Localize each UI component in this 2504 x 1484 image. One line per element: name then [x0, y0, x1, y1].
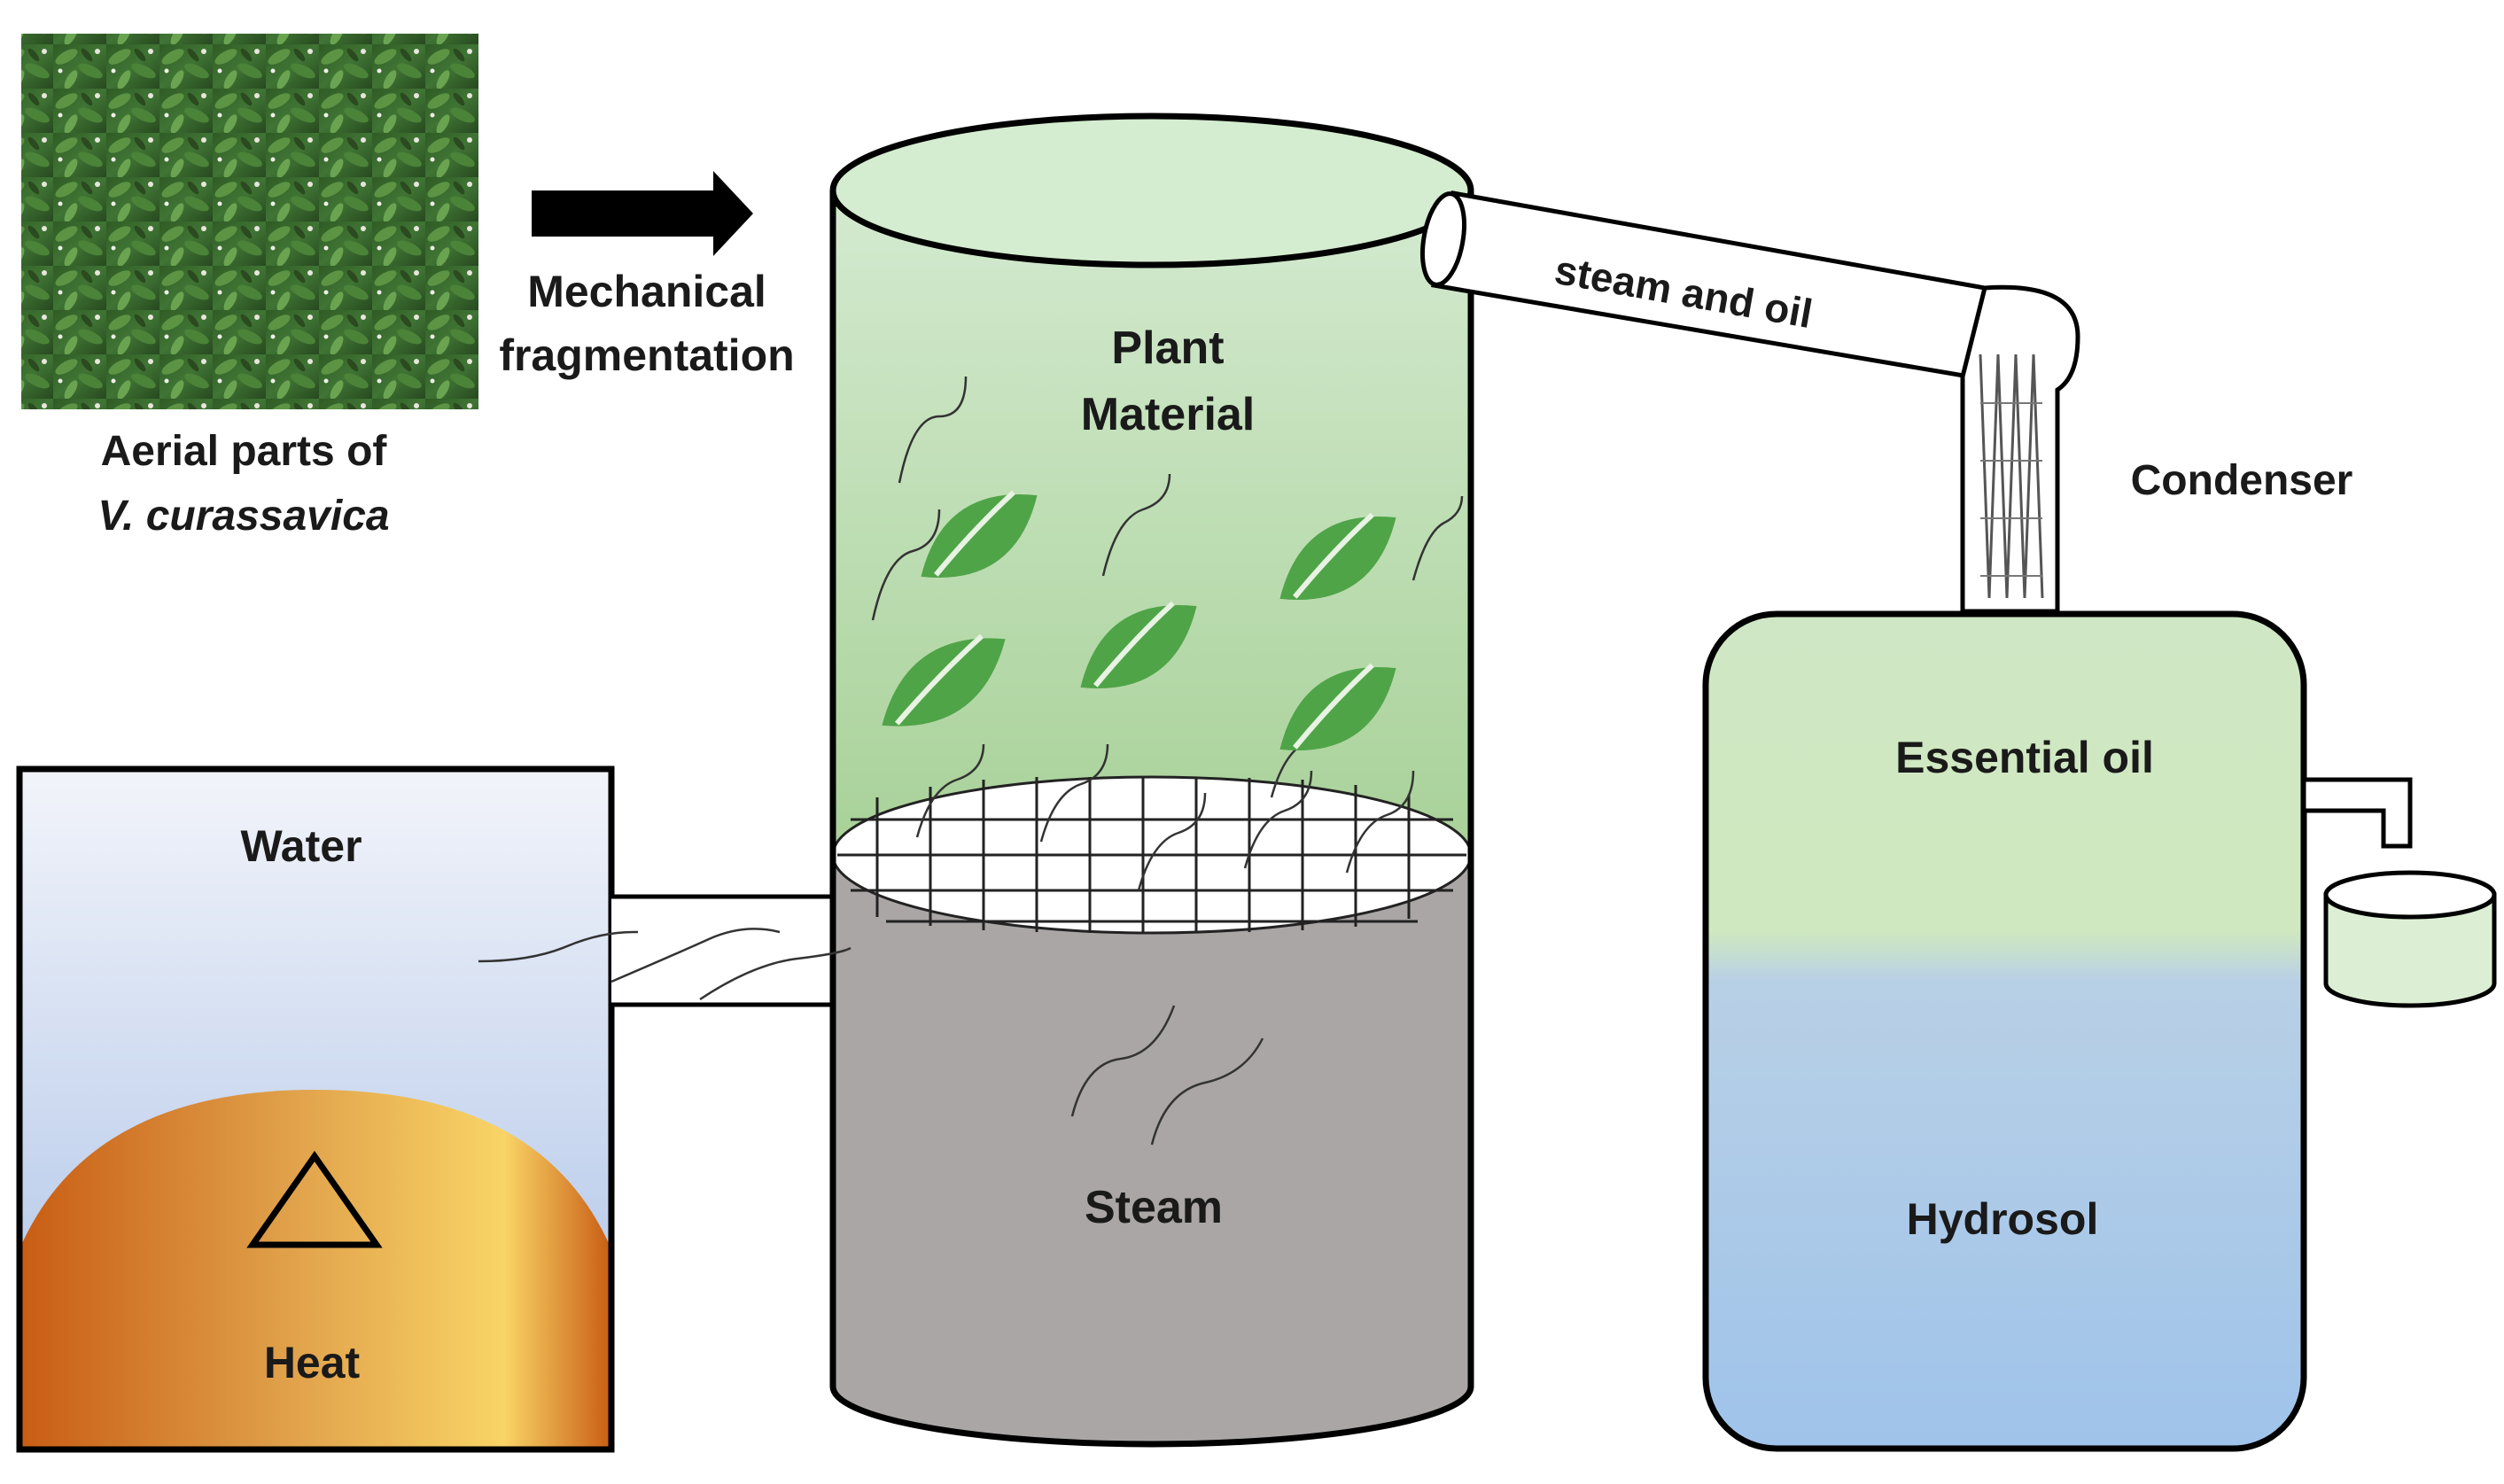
photo-caption-line1: Aerial parts of — [101, 428, 388, 475]
arrow-label-line2: fragmentation — [499, 330, 794, 380]
steam-wisps — [478, 376, 1464, 1146]
plant-material-label-line1: Plant — [1111, 322, 1224, 374]
essential-oil-label: Essential oil — [1895, 733, 2154, 782]
water-label: Water — [240, 821, 362, 871]
separator-vessel — [1702, 610, 2307, 1452]
leaf-icon — [1279, 663, 1396, 750]
leaf-icon — [921, 490, 1038, 578]
steam-inlet-tube — [611, 894, 833, 1007]
leaf-icons — [882, 490, 1396, 750]
outlet-spout — [2301, 777, 2413, 849]
condenser-label: Condenser — [2131, 457, 2353, 504]
steam-label: Steam — [1085, 1182, 1223, 1233]
fragmentation-arrow — [532, 171, 753, 256]
arrow-label-line1: Mechanical — [527, 267, 766, 316]
distillation-column — [829, 113, 1474, 1448]
photo-caption-line2: V. curassavica — [97, 493, 389, 540]
plant-photo — [21, 34, 478, 409]
hydrosol-label: Hydrosol — [1907, 1194, 2099, 1244]
leaf-icon — [882, 633, 1006, 726]
plant-material-label-line2: Material — [1081, 389, 1256, 440]
heat-label: Heat — [264, 1338, 361, 1387]
leaf-icon — [1080, 601, 1197, 688]
collection-cup — [2323, 870, 2497, 1008]
delta-heat-icon — [246, 1150, 383, 1248]
condenser — [1960, 284, 2080, 614]
condenser-coil — [1979, 354, 2044, 599]
boiler-tank — [16, 765, 615, 1453]
leaf-icon — [1279, 512, 1396, 600]
